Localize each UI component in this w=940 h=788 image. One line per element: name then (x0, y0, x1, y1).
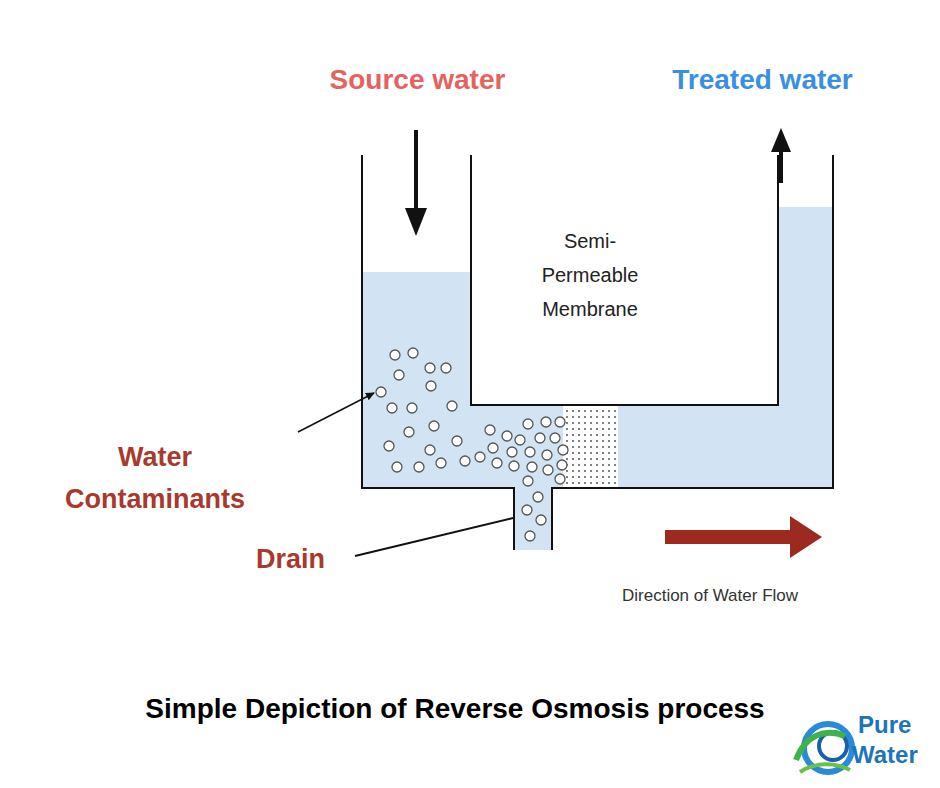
channel-water-fill (363, 405, 833, 488)
inflow-arrowhead (405, 208, 427, 236)
vessel-inner-wall (471, 155, 778, 405)
inflow-arrow (414, 130, 418, 210)
logo-text: Water (852, 740, 938, 770)
vessel-outer-wall (362, 155, 833, 550)
leader-line (355, 518, 513, 556)
inlet-label: Source water (300, 60, 535, 100)
drain-label: Drain (256, 541, 356, 577)
membrane-label: Semi-Permeable Membrane (528, 224, 652, 326)
flow-direction-label: Direction of Water Flow (622, 584, 892, 608)
leader-line (298, 393, 374, 432)
treated-water-fill (778, 207, 833, 488)
contaminant-particles (376, 348, 568, 541)
contaminants-label: Water Contaminants (40, 436, 270, 520)
outflow-arrow (779, 150, 783, 183)
membrane (563, 406, 618, 487)
logo-text: Pure (858, 710, 938, 740)
logo-mark (796, 724, 852, 772)
outflow-arrowhead (771, 128, 791, 152)
caption: Simple Depiction of Reverse Osmosis proc… (40, 690, 870, 728)
drain-water-fill (515, 488, 552, 550)
flow-direction-arrow (665, 516, 822, 558)
outlet-label: Treated water (640, 60, 885, 100)
